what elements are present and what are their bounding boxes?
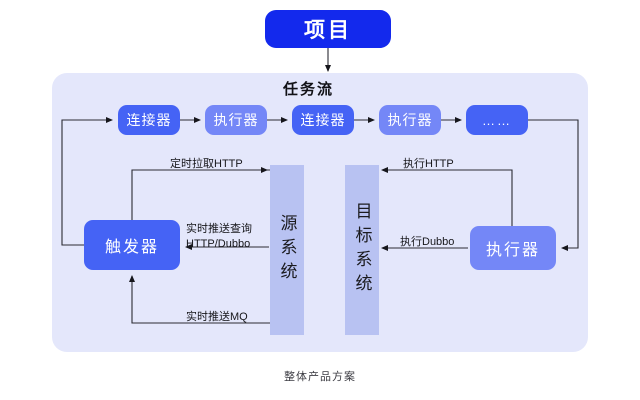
project-box[interactable]: 项目 [265, 10, 391, 48]
edge-label-exec-dubbo: 执行Dubbo [400, 236, 455, 248]
target-system-label: 目标系统 [352, 202, 372, 298]
edge-label-push-mq: 实时推送MQ [186, 311, 248, 323]
edge-label-pull-http: 定时拉取HTTP [170, 158, 243, 170]
task-flow-label: 任务流 [283, 81, 335, 98]
edge-label-exec-http: 执行HTTP [403, 158, 454, 170]
target-system-column[interactable]: 目标系统 [345, 165, 379, 335]
edge-label-push-query-line2: HTTP/Dubbo [186, 238, 251, 250]
flow-node-executor-2[interactable]: 执行器 [379, 105, 441, 135]
trigger-box[interactable]: 触发器 [84, 220, 180, 270]
executor-box-right[interactable]: 执行器 [470, 226, 556, 270]
diagram-caption: 整体产品方案 [284, 371, 356, 383]
source-system-label: 源系统 [277, 214, 297, 286]
flow-node-connector-2[interactable]: 连接器 [292, 105, 354, 135]
flow-node-connector-1[interactable]: 连接器 [118, 105, 180, 135]
edge-label-push-query-line1: 实时推送查询 [186, 223, 252, 235]
flow-node-more[interactable]: …… [466, 105, 528, 135]
flow-node-executor-1[interactable]: 执行器 [205, 105, 267, 135]
source-system-column[interactable]: 源系统 [270, 165, 304, 335]
